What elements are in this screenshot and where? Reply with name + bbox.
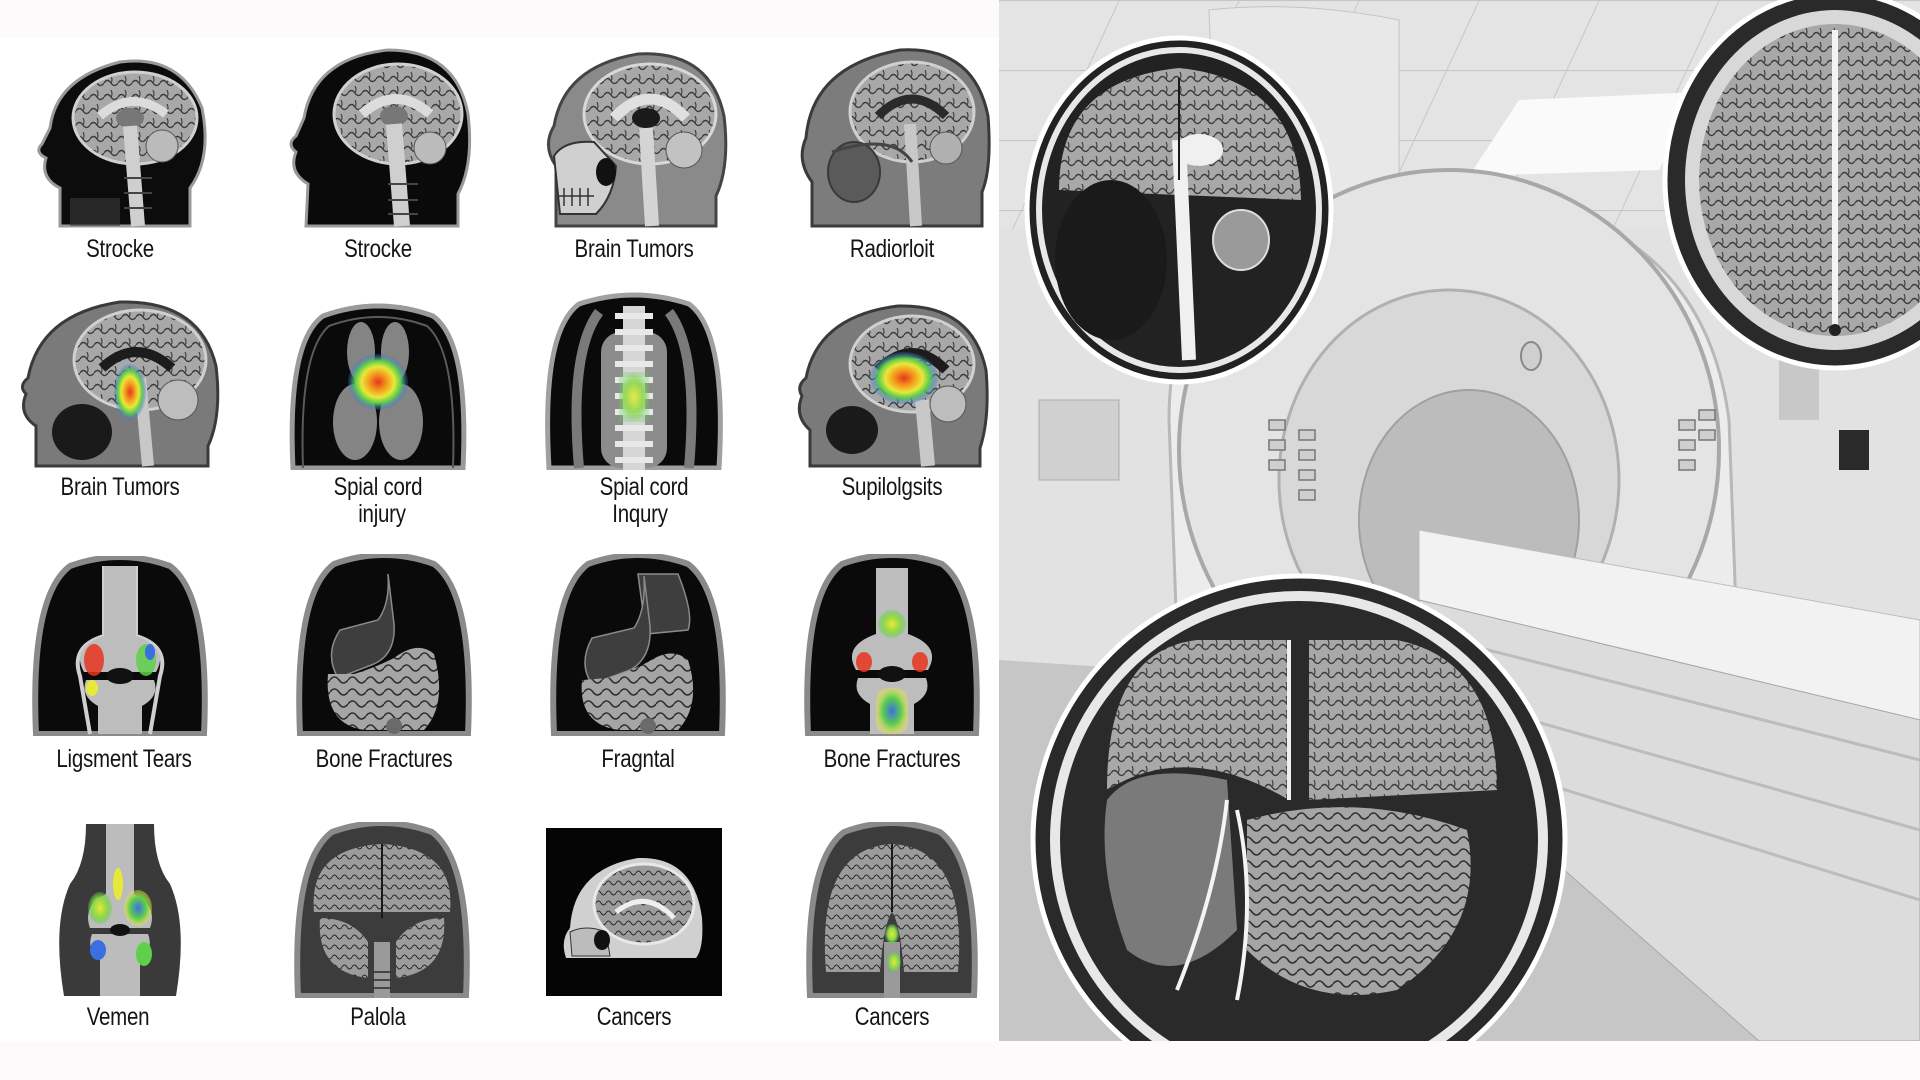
coronal-abdomen-scan-icon (264, 554, 504, 736)
condition-label: Vemen (86, 1003, 150, 1031)
scan-overlay-top-left (1024, 35, 1334, 385)
sagittal-head-scan-icon (772, 42, 1012, 228)
condition-label: Spial cord (599, 473, 689, 501)
condition-label: Strocke (86, 235, 154, 263)
condition-label: Supilolgsits (841, 473, 943, 501)
condition-label-line2: Inqury (612, 500, 668, 528)
condition-label: Cancers (596, 1003, 672, 1031)
sagittal-head-boxed-scan-icon (514, 828, 754, 996)
coronal-spine-heatmap-scan-icon (514, 292, 754, 470)
coronal-knee-heatmap-scan-icon (0, 556, 240, 736)
coronal-brain-heatmap-scan-icon (772, 822, 1012, 998)
condition-label-line2: injury (358, 500, 406, 528)
scan-overlay-bottom (1030, 573, 1568, 1041)
axial-torso-heatmap-scan-icon (258, 302, 498, 470)
sagittal-head-scan-icon (258, 44, 498, 228)
sagittal-head-scan-icon (0, 48, 240, 228)
condition-label: Bone Fractures (823, 745, 961, 773)
condition-label: Brain Tumors (60, 473, 180, 501)
condition-label: Strocke (344, 235, 412, 263)
sagittal-head-skull-scan-icon (514, 46, 754, 228)
knee-joint-heatmap-scan-icon (0, 824, 240, 996)
coronal-abdomen-scan-icon (518, 554, 758, 736)
scan-overlay-top-right (1662, 0, 1920, 371)
sagittal-head-heatmap-scan-icon (0, 296, 240, 468)
sagittal-head-heatmap-scan-icon (772, 300, 1012, 468)
condition-label: Spial cord (333, 473, 423, 501)
mri-room-photo (999, 0, 1920, 1041)
condition-label: Radiorloit (849, 235, 935, 263)
condition-label: Ligsment Tears (56, 745, 192, 773)
condition-label: Bone Fractures (315, 745, 453, 773)
coronal-knee-heatmap-scan-icon (772, 554, 1012, 736)
condition-label: Brain Tumors (574, 235, 694, 263)
condition-label: Fragntal (601, 745, 675, 773)
condition-label: Palola (350, 1003, 406, 1031)
coronal-brain-scan-icon (262, 822, 502, 998)
condition-label: Cancers (854, 1003, 930, 1031)
bottom-band (0, 1041, 1920, 1080)
